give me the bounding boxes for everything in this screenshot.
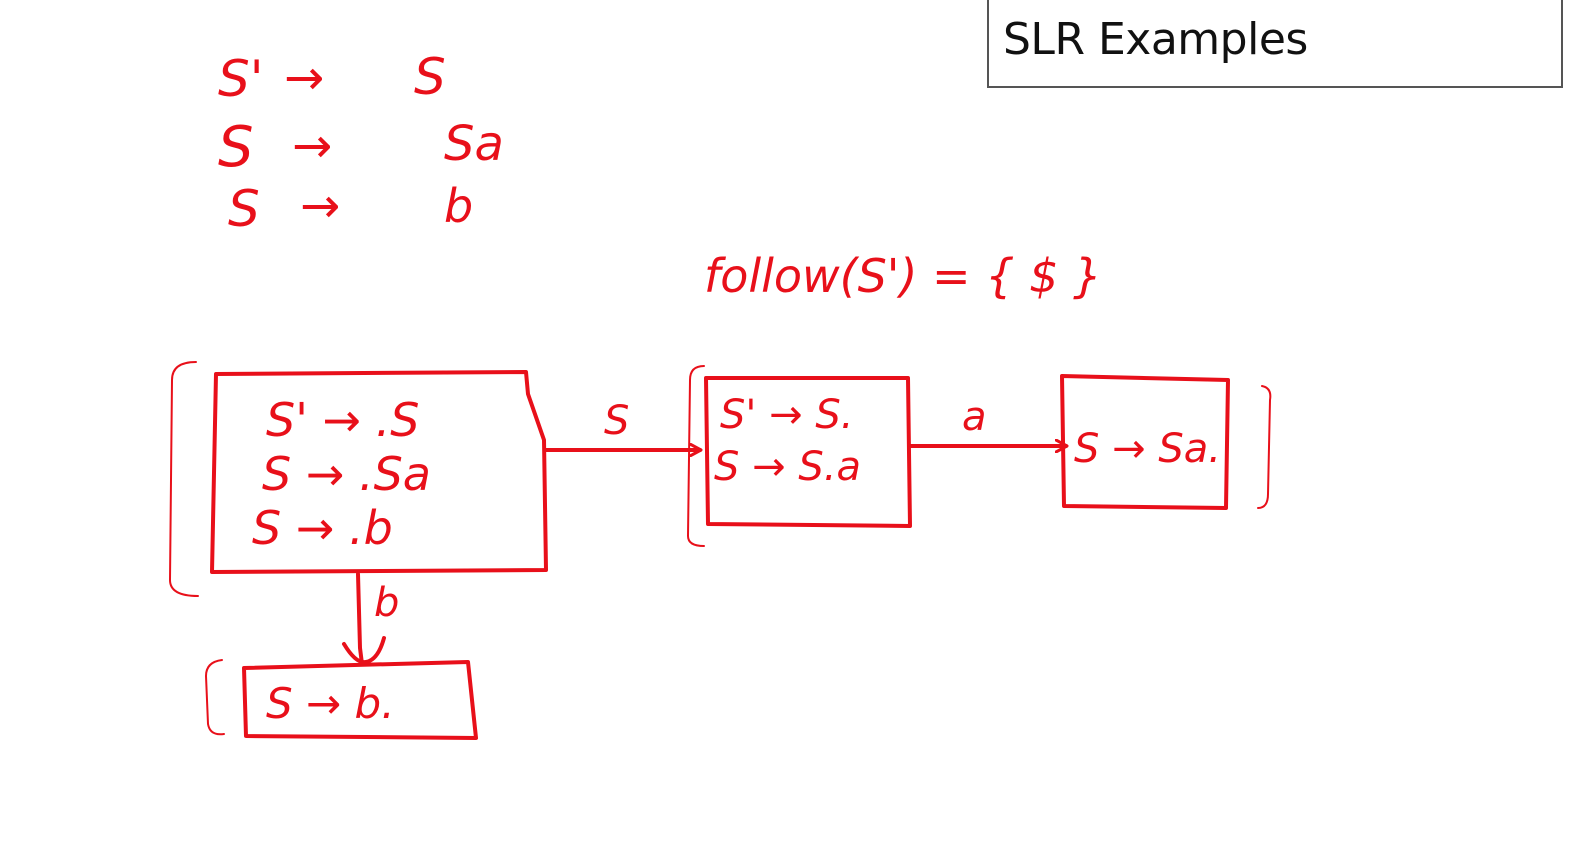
- transition-b-line: [356, 572, 364, 666]
- grammar-rule-3-lhs: S: [228, 180, 260, 238]
- transition-a-label: a: [962, 394, 987, 440]
- grammar-rule-2: S → Sa: [218, 115, 504, 180]
- grammar-rule-1-lhs: S': [218, 50, 263, 108]
- state-start-box: [210, 370, 548, 574]
- state-after-s: S' → S. S → S.a: [687, 365, 912, 547]
- state-after-b-item-1: S → b.: [266, 679, 395, 728]
- state-after-b: S → b.: [205, 659, 478, 740]
- state-after-s-bracket-icon: [687, 365, 705, 547]
- state-after-sa-box: [1060, 374, 1230, 510]
- state-start-bracket-icon: [169, 361, 199, 597]
- state-after-sa: S → Sa.: [1060, 374, 1272, 510]
- state-start: S' → .S S → .Sa S → .b: [169, 361, 548, 597]
- grammar-rule-2-lhs: S: [218, 115, 254, 180]
- state-start-item-1: S' → .S: [266, 393, 419, 447]
- transition-after-s-to-after-sa: a: [908, 394, 1066, 446]
- transition-s-label: S: [604, 398, 629, 444]
- state-after-s-item-2: S → S.a: [714, 444, 861, 490]
- transition-b-label: b: [374, 580, 399, 626]
- state-after-sa-bracket-icon: [1257, 385, 1272, 509]
- follow-set-note: follow(S') = { $ }: [704, 249, 1102, 303]
- grammar-rule-3-rhs: b: [444, 179, 473, 233]
- grammar-rule-1-arrow: →: [284, 50, 324, 106]
- transition-start-to-after-s: S: [544, 398, 700, 450]
- grammar-rule-3-arrow: →: [300, 178, 340, 234]
- state-after-s-item-1: S' → S.: [720, 392, 853, 438]
- state-after-b-box: [242, 660, 478, 740]
- transition-start-to-after-b: b: [342, 572, 399, 666]
- title-box: SLR Examples: [987, 0, 1563, 88]
- grammar-rule-1-rhs: S: [414, 48, 446, 106]
- grammar-rule-3: S → b: [228, 178, 473, 238]
- state-after-sa-item-1: S → Sa.: [1074, 426, 1221, 472]
- state-after-s-box: [704, 376, 912, 528]
- grammar-rule-2-arrow: →: [292, 118, 332, 174]
- transition-b-arrow-icon: [342, 636, 386, 665]
- state-start-item-3: S → .b: [252, 501, 393, 555]
- state-after-b-bracket-icon: [205, 659, 225, 736]
- grammar-rule-1: S' → S: [218, 48, 446, 108]
- grammar-rule-2-rhs: Sa: [444, 116, 504, 172]
- state-start-item-2: S → .Sa: [262, 447, 431, 501]
- page-title: SLR Examples: [1003, 14, 1308, 65]
